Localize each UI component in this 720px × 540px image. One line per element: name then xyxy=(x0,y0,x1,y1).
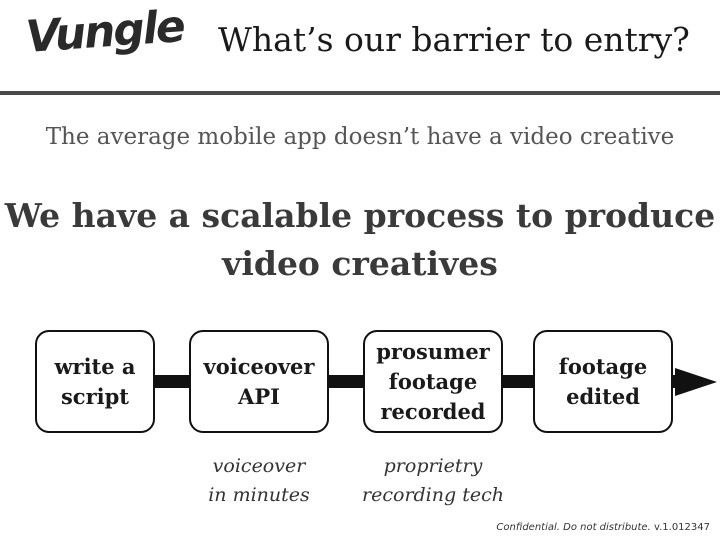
step-write-script: write a script xyxy=(35,330,155,433)
footer: Confidential. Do not distribute. v.1.012… xyxy=(496,522,710,533)
step-voiceover-api: voiceover API xyxy=(189,330,329,433)
confidential-notice: Confidential. Do not distribute. xyxy=(496,522,651,533)
header-divider xyxy=(0,91,720,95)
note-voiceover: voiceover in minutes xyxy=(208,455,310,506)
subtitle: The average mobile app doesn’t have a vi… xyxy=(45,124,675,150)
version-label: v.1.012347 xyxy=(653,522,710,533)
step-footage-edited: footage edited xyxy=(533,330,673,433)
step-prosumer-footage: prosumer footage recorded xyxy=(363,330,503,433)
step-label: prosumer footage recorded xyxy=(376,338,490,424)
step-label: write a script xyxy=(54,353,136,409)
slide-title: What’s our barrier to entry? xyxy=(218,20,690,59)
step-label: voiceover API xyxy=(203,353,315,409)
vungle-logo: Vungle xyxy=(24,1,186,63)
arrowhead-icon xyxy=(675,368,717,396)
step-label: footage edited xyxy=(558,353,648,409)
note-recording-tech: proprietry recording tech xyxy=(362,455,504,506)
headline: We have a scalable process to produce vi… xyxy=(4,196,716,283)
